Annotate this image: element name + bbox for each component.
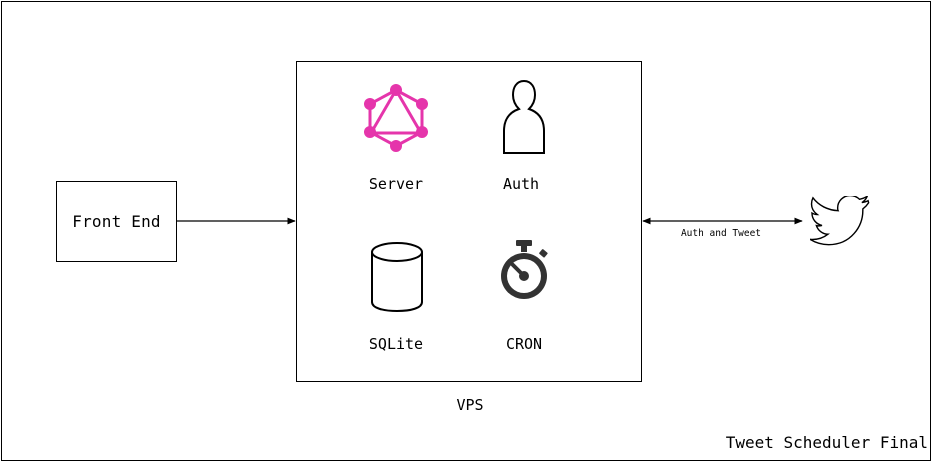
edge-label: Auth and Tweet: [680, 228, 762, 239]
server-label: Server: [368, 175, 424, 193]
user-icon: [503, 79, 545, 154]
stopwatch-icon: [501, 240, 548, 299]
vps-label: VPS: [456, 396, 484, 414]
cron-label: CRON: [505, 335, 543, 353]
frontend-box: Front End: [56, 181, 177, 262]
twitter-bird-icon: [810, 196, 870, 246]
diagram-title: Tweet Scheduler Final: [725, 433, 928, 452]
database-icon: [371, 242, 423, 313]
frontend-label: Front End: [72, 212, 161, 231]
auth-label: Auth: [502, 175, 540, 193]
vps-box: [296, 61, 642, 382]
sqlite-label: SQLite: [368, 335, 424, 353]
graphql-icon: [364, 84, 428, 152]
